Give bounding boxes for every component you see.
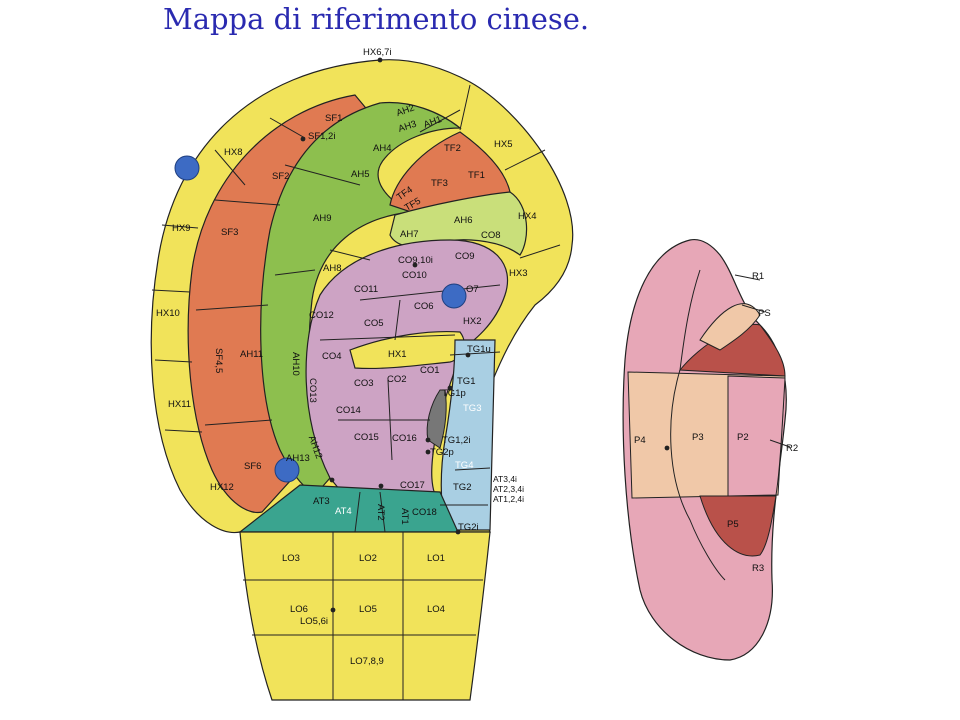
label-ah13: AH13 [286, 453, 310, 464]
label-r3: R3 [752, 563, 764, 574]
label-lo6: LO6 [290, 604, 308, 615]
label-co14: CO14 [336, 405, 361, 416]
label-ah7: AH7 [400, 229, 418, 240]
label-ah8: AH8 [323, 263, 341, 274]
label-hx1: HX1 [388, 349, 406, 360]
label-sf2: SF2 [272, 171, 289, 182]
label-tg1p: TG1p [442, 388, 466, 399]
label-tf3: TF3 [431, 178, 448, 189]
label-lo789: LO7,8,9 [350, 656, 384, 667]
back-p5-region [699, 495, 777, 557]
back-p2-region [727, 375, 786, 497]
label-tg12i: TG1,2i [442, 435, 471, 446]
back-ps [699, 303, 761, 351]
label-sf12i: SF1,2i [308, 131, 335, 142]
label-hx12: HX12 [210, 482, 234, 493]
tragus-patch [426, 389, 447, 449]
label-hx3: HX3 [509, 268, 527, 279]
label-ah6: AH6 [454, 215, 472, 226]
label-ah9: AH9 [313, 213, 331, 224]
label-ah11: AH11 [240, 349, 263, 360]
label-hx9: HX9 [172, 223, 190, 234]
back-dividers [670, 269, 791, 581]
label-co910i: CO9,10i [398, 255, 433, 266]
label-ah5: AH5 [351, 169, 369, 180]
label-co5: CO5 [364, 318, 384, 329]
label-co2: CO2 [387, 374, 407, 385]
label-co15: CO15 [354, 432, 379, 443]
triangular-fossa-region [389, 131, 511, 216]
label-sf6: SF6 [244, 461, 261, 472]
label-at4: AT4 [335, 506, 352, 517]
label-at2: AT2 [375, 504, 386, 521]
label-co18: CO18 [412, 507, 437, 518]
label-co3: CO3 [354, 378, 374, 389]
label-p4: P4 [634, 435, 646, 446]
label-sf3: SF3 [221, 227, 238, 238]
label-sf45: SF4,5 [213, 348, 224, 373]
lobe-region [239, 531, 491, 701]
label-ah10: AH10 [290, 352, 301, 376]
label-co11: CO11 [354, 284, 378, 295]
label-ah4: AH4 [373, 143, 391, 154]
label-tg2: TG2 [453, 482, 471, 493]
label-hx5: HX5 [494, 139, 512, 150]
label-lo4: LO4 [427, 604, 445, 615]
label-co10: CO10 [402, 270, 427, 281]
label-co9: CO9 [455, 251, 475, 262]
label-p3: P3 [692, 432, 704, 443]
label-co13: CO13 [307, 378, 318, 403]
label-p5: P5 [727, 519, 739, 530]
marker-dot [174, 155, 200, 181]
label-at124i: AT1,2,4i [493, 494, 524, 504]
label-at3: AT3 [313, 496, 330, 507]
label-co8: CO8 [481, 230, 501, 241]
label-lo2: LO2 [359, 553, 377, 564]
label-lo3: LO3 [282, 553, 300, 564]
label-co17: CO17 [400, 480, 425, 491]
label-lo5: LO5 [359, 604, 377, 615]
label-top: HX6,7i [363, 47, 392, 58]
label-co12: CO12 [309, 310, 334, 321]
label-tf1: TF1 [468, 170, 485, 181]
label-hx4: HX4 [518, 211, 536, 222]
label-r2: R2 [786, 443, 798, 454]
page-title: Mappa di riferimento cinese. [163, 2, 590, 36]
marker-dot [441, 283, 467, 309]
label-co4: CO4 [322, 351, 342, 362]
back-upper-red [679, 323, 786, 377]
label-p2: P2 [737, 432, 749, 443]
label-co6: CO6 [414, 301, 434, 312]
label-co16: CO16 [392, 433, 417, 444]
label-hx2: HX2 [463, 316, 481, 327]
label-tg1: TG1 [457, 376, 475, 387]
label-tg2i: TG2i [458, 522, 479, 533]
label-lo56i: LO5,6i [300, 616, 328, 627]
label-sf1: SF1 [325, 113, 342, 124]
label-tf2: TF2 [444, 143, 461, 154]
label-tg4: TG4 [455, 460, 473, 471]
label-co7: O7 [466, 284, 479, 295]
label-tg2p: TG2p [430, 447, 454, 458]
label-ah3: AH3 [397, 119, 418, 135]
label-at1: AT1 [399, 508, 410, 525]
label-hx11: HX11 [168, 399, 191, 410]
back-point [664, 445, 670, 451]
marker-dot [274, 457, 300, 483]
label-ps: PS [758, 308, 771, 319]
label-lo1: LO1 [427, 553, 445, 564]
label-co1: CO1 [420, 365, 440, 376]
label-r1: R1 [752, 271, 764, 282]
label-hx8: HX8 [224, 147, 242, 158]
label-hx10: HX10 [156, 308, 180, 319]
label-at234i: AT2,3,4i [493, 484, 524, 494]
label-at34i: AT3,4i [493, 474, 517, 484]
region-dividers [151, 84, 561, 533]
lobe-grid [243, 532, 483, 700]
label-tg1u: TG1u [467, 344, 491, 355]
label-tg3: TG3 [463, 403, 481, 414]
acupoint-dots [300, 57, 471, 613]
